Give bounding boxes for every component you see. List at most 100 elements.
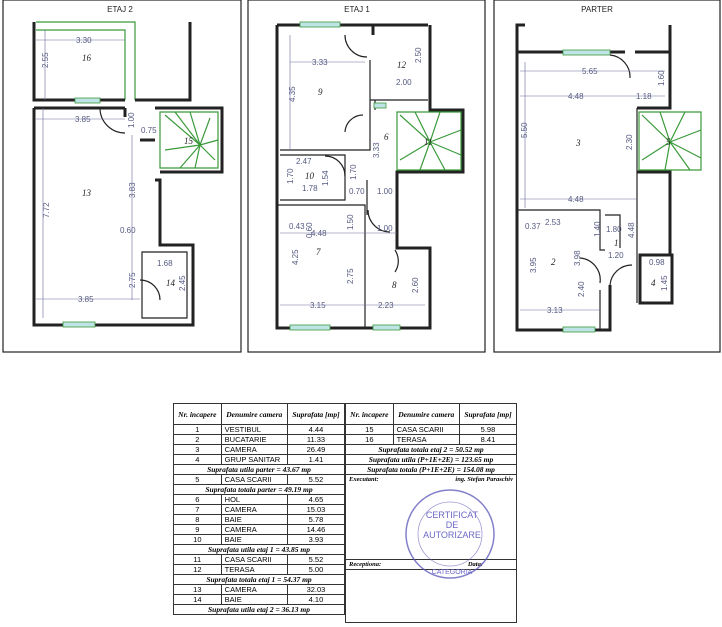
header-area: Suprafata [mp] [458, 403, 518, 425]
plan-etaj1: ETAJ 1 9 12 6 11 10 7 8 3.33 4.35 2.50 2… [275, 5, 465, 331]
cell-area: 5.78 [286, 514, 346, 525]
cell-name: CAMERA [220, 444, 288, 455]
dimension-label: 4.35 [288, 86, 297, 102]
cell-nr: 10 [173, 534, 222, 545]
cell-nr: 16 [345, 434, 394, 445]
cell-area: 1.41 [286, 454, 346, 465]
cell-name: CAMERA [220, 584, 288, 595]
summary-row: Suprafata utila etaj 1 = 43.85 mp [173, 544, 345, 555]
summary-text: Suprafata totala parter = 49.19 mp [173, 484, 345, 495]
dimension-label: 1.20 [608, 251, 624, 260]
cell-name: CAMERA [220, 524, 288, 535]
svg-text:CATEGORIA: CATEGORIA [432, 569, 473, 576]
cell-nr: 15 [345, 424, 394, 435]
summary-row: Suprafata utila parter = 43.67 mp [173, 464, 345, 475]
dimension-label: 2.60 [411, 277, 420, 293]
cell-area: 3.93 [286, 534, 346, 545]
dimension-label: 3.30 [76, 36, 92, 45]
cell-nr: 11 [173, 554, 222, 565]
dimension-label: 1.00 [127, 112, 136, 128]
dimension-label: 2.23 [378, 301, 394, 310]
dimension-label: 4.48 [568, 195, 584, 204]
cell-area: 15.03 [286, 504, 346, 515]
cell-area: 4.10 [286, 594, 346, 605]
dimension-label: 2.40 [577, 281, 586, 297]
room-number: 2 [551, 257, 556, 267]
dimension-label: 4.25 [291, 249, 300, 265]
room-number: 3 [575, 138, 581, 148]
svg-text:AUTORIZARE: AUTORIZARE [423, 530, 481, 540]
summary-row: Suprafata totala parter = 49.19 mp [173, 484, 345, 495]
dimension-label: 1.00 [377, 187, 393, 196]
plan-title: PARTER [581, 5, 613, 14]
dimension-label: 0.60 [305, 222, 314, 238]
cell-area: 4.65 [286, 494, 346, 505]
cell-name: CAMERA [220, 504, 288, 515]
room-number: 10 [305, 171, 315, 181]
plan-etaj2: ETAJ 2 16 13 15 14 3.30 2.55 3.85 1.00 0… [32, 5, 224, 328]
summary-row: Suprafata totala etaj 1 = 54.37 mp [173, 574, 345, 585]
room-number: 7 [316, 247, 321, 257]
dimension-label: 2.45 [178, 275, 187, 291]
summary-text: Suprafata totala etaj 1 = 54.37 mp [173, 574, 345, 585]
dimension-label: 3.95 [529, 257, 538, 273]
summary-text: Suprafata utila parter = 43.67 mp [173, 464, 345, 475]
cell-nr: 6 [173, 494, 222, 505]
dimension-label: 4.48 [568, 92, 584, 101]
dimension-label: 2.75 [346, 268, 355, 284]
svg-text:DE: DE [446, 520, 459, 530]
cell-nr: 13 [173, 584, 222, 595]
executant-label: Executant: [349, 476, 379, 483]
room-number: 15 [184, 136, 194, 146]
dimension-label: 2.75 [128, 272, 137, 288]
dimension-label: 1.45 [660, 275, 669, 291]
cell-area: 4.44 [286, 424, 346, 435]
dimension-label: 1.54 [321, 170, 330, 186]
cell-name: TERASA [220, 564, 288, 575]
summary-row: Suprafata totala (P+1E+2E) = 154.08 mp [345, 464, 517, 475]
dimension-label: 0.70 [349, 187, 365, 196]
cell-name: BUCATARIE [220, 434, 288, 445]
dimension-label: 0.60 [120, 226, 136, 235]
room-number: 8 [392, 280, 397, 290]
dimension-label: 1.00 [377, 224, 393, 233]
svg-text:CERTIFICAT: CERTIFICAT [426, 510, 479, 520]
cell-nr: 3 [173, 444, 222, 455]
cell-name: BAIE [220, 534, 288, 545]
cell-area: 5.98 [458, 424, 518, 435]
dimension-label: 2.30 [625, 134, 634, 150]
cell-area: 5.52 [286, 474, 346, 485]
dimension-label: 4.48 [627, 222, 636, 238]
room-number: 12 [397, 60, 407, 70]
dimension-label: 2.00 [396, 78, 412, 87]
engineer-name: ing. Stefan Paraschiv [455, 476, 513, 483]
dimension-label: 0.98 [649, 258, 665, 267]
cell-name: CASA SCARII [220, 474, 288, 485]
cell-nr: 5 [173, 474, 222, 485]
cell-nr: 14 [173, 594, 222, 605]
dimension-label: 3.83 [128, 182, 137, 198]
cell-area: 14.46 [286, 524, 346, 535]
cell-nr: 4 [173, 454, 222, 465]
dimension-label: 3.15 [310, 301, 326, 310]
cell-area: 32.03 [286, 584, 346, 595]
cell-name: CASA SCARII [392, 424, 460, 435]
date-label: Data: [467, 561, 483, 568]
header-area: Suprafata [mp] [286, 403, 346, 425]
cell-name: TERASA [392, 434, 460, 445]
cell-nr: 8 [173, 514, 222, 525]
dimension-label: 1.70 [286, 168, 295, 184]
dimension-label: 0.43 [289, 222, 305, 231]
header-nr: Nr. incapere [173, 403, 222, 425]
dimension-label: 1.18 [636, 92, 652, 101]
header-nr: Nr. incapere [345, 403, 394, 425]
